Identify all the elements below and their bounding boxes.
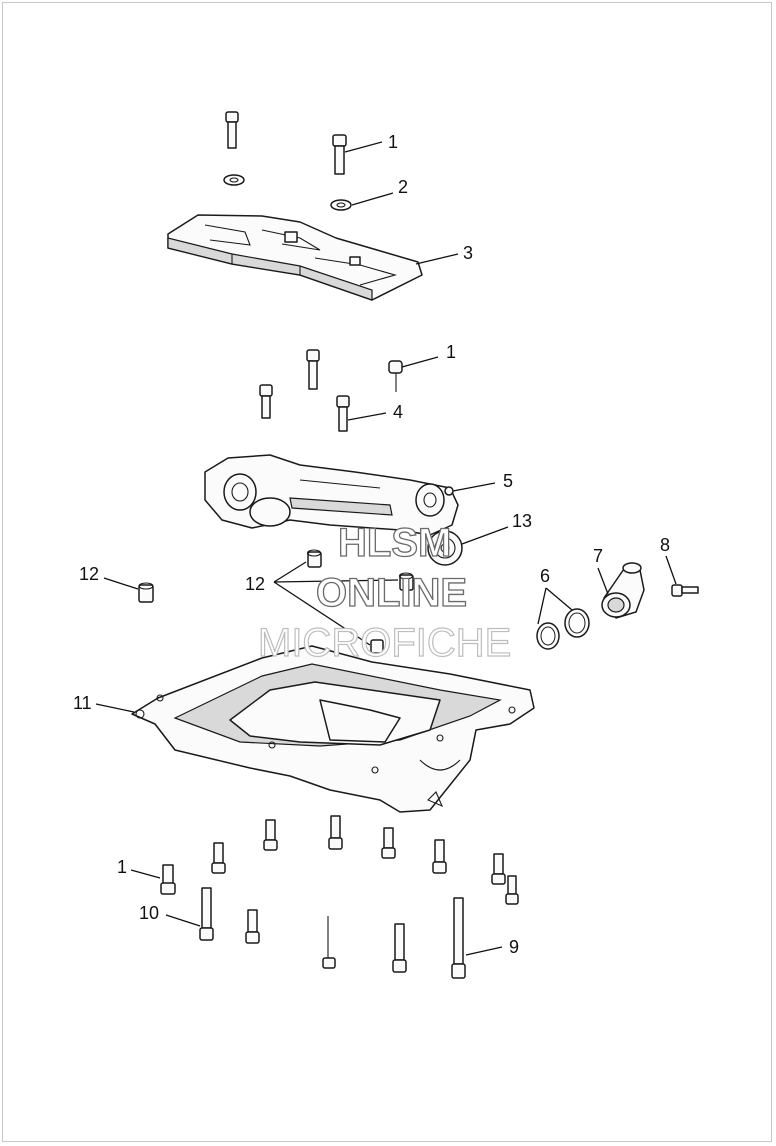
callout-1-mid: 1	[446, 342, 456, 362]
callout-11: 11	[73, 693, 92, 713]
callout-3: 3	[463, 243, 473, 263]
callout-1-top: 1	[388, 132, 398, 152]
dowel-right	[398, 572, 414, 591]
bolt-mid-3	[336, 395, 350, 432]
oil-pump-assembly	[204, 454, 463, 566]
watermark-line2: ONLINE	[316, 571, 467, 615]
callout-7: 7	[593, 546, 603, 566]
callout-10: 10	[139, 903, 159, 923]
watermark-line1: HLSM	[338, 521, 451, 565]
washer-left	[223, 174, 245, 186]
callout-4: 4	[393, 402, 403, 422]
oil-pan	[131, 645, 535, 813]
callout-13: 13	[512, 511, 532, 531]
callout-2: 2	[398, 177, 408, 197]
callout-5: 5	[503, 471, 513, 491]
callout-9: 9	[509, 937, 519, 957]
dowel-mid	[306, 549, 322, 568]
callout-6: 6	[540, 566, 550, 586]
elbow-fitting	[601, 562, 645, 619]
dowel-low	[370, 639, 384, 654]
callout-12-mid: 12	[245, 574, 265, 594]
watermark: HLSM ONLINE MICROFICHE	[257, 520, 512, 665]
callout-1-bottom: 1	[117, 857, 127, 877]
watermark-line3: MICROFICHE	[258, 621, 511, 665]
washer-right	[330, 199, 352, 211]
bolt-top-left	[225, 111, 239, 149]
callout-8: 8	[660, 535, 670, 555]
o-ring-small	[536, 622, 560, 650]
o-ring-large	[564, 608, 590, 638]
baffle-plate	[167, 214, 423, 301]
bottom-bolts	[160, 815, 519, 979]
leader-lines	[95, 141, 677, 956]
callout-12-left: 12	[79, 564, 99, 584]
bolt-top-right	[332, 134, 347, 175]
fitting-bolt	[671, 584, 699, 597]
bolt-mid-short	[388, 360, 403, 392]
callout-labels: 1 2 3 1 4 5 13 12 12 6 7 8 11 1 10 9	[73, 132, 670, 957]
bolt-mid-2	[259, 384, 273, 419]
bolt-mid-1	[306, 349, 320, 390]
dowel-left	[138, 582, 154, 603]
